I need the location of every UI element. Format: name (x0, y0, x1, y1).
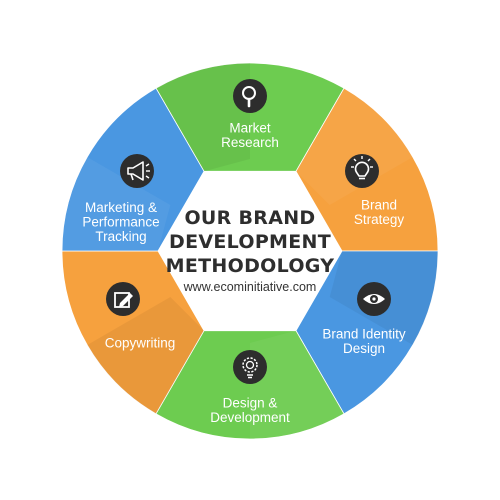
segment-label-design-development-line-2: Development (210, 410, 290, 425)
center-url: www.ecominitiative.com (183, 280, 317, 294)
segment-shade-design-development (250, 330, 344, 439)
segment-label-marketing-performance-tracking-line-3: Tracking (95, 229, 146, 244)
segment-label-brand-identity-design-line-1: Brand Identity (322, 326, 406, 341)
lightbulb-icon-bg (345, 154, 379, 188)
icons-layer (106, 79, 391, 384)
segment-label-design-development-line-1: Design & (223, 395, 278, 410)
segment-label-brand-strategy-line-2: Strategy (354, 212, 405, 227)
segments-layer (61, 62, 439, 440)
center-title-line-2: DEVELOPMENT (169, 231, 331, 253)
megaphone-icon-bg (120, 154, 154, 188)
segment-label-copywriting-line-1: Copywriting (105, 336, 176, 351)
center-hexagon (158, 171, 342, 331)
segment-label-marketing-performance-tracking-line-1: Marketing & (85, 200, 157, 215)
pencil-icon (106, 282, 140, 316)
segment-label-brand-identity-design-line-2: Design (343, 341, 385, 356)
segment-shade-copywriting (87, 297, 204, 414)
segment-label-market-research-line-2: Research (221, 135, 279, 150)
gear-bulb-icon (233, 350, 267, 384)
center-text: OUR BRAND DEVELOPMENT METHODOLOGY www.ec… (166, 207, 335, 294)
pencil-icon-bg (106, 282, 140, 316)
magnifier-icon (233, 79, 267, 113)
gear-bulb-icon-bg (233, 350, 267, 384)
center-title-line-3: METHODOLOGY (166, 255, 335, 277)
segment-label-brand-strategy-line-1: Brand (361, 197, 397, 212)
segment-shade-market-research (156, 63, 250, 172)
center-title-line-1: OUR BRAND (184, 207, 315, 229)
segment-shade-marketing-performance-tracking (62, 157, 171, 251)
segment-shade-brand-strategy (296, 88, 413, 205)
segment-label-marketing-performance-tracking-line-2: Performance (82, 215, 159, 230)
megaphone-icon (120, 154, 154, 188)
magnifier-icon-bg (233, 79, 267, 113)
lightbulb-icon (345, 154, 379, 188)
eye-icon (357, 282, 391, 316)
segment-label-market-research-line-1: Market (229, 120, 271, 135)
